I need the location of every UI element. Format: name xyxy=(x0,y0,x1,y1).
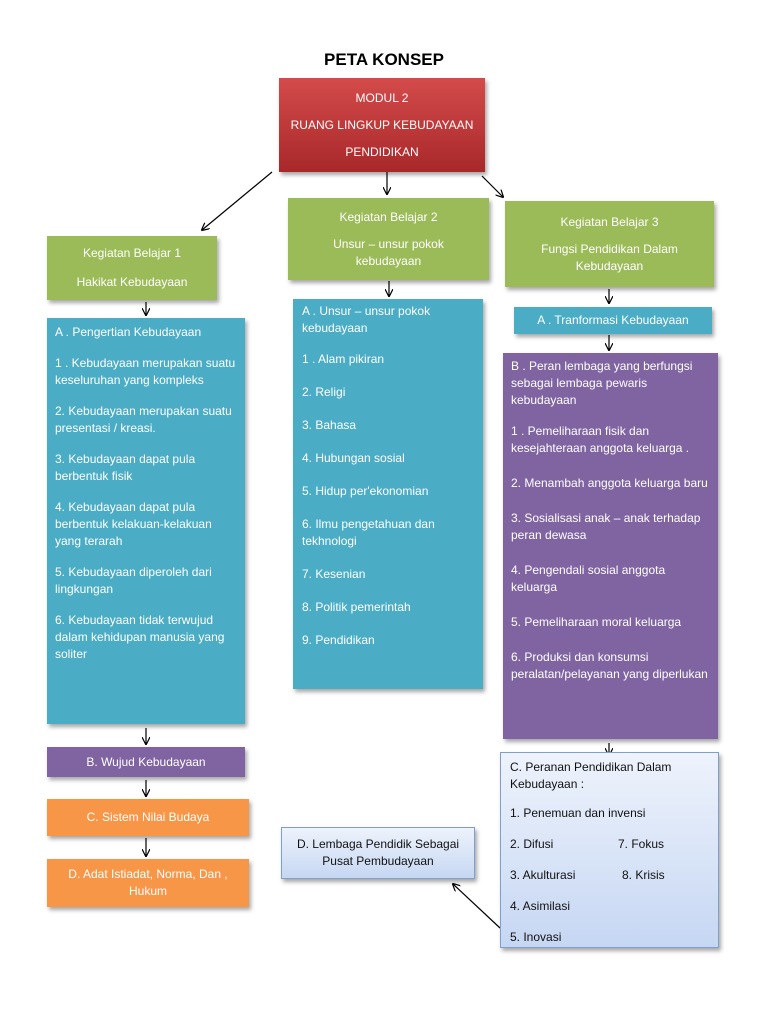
peranan-heading: C. Peranan Pendidikan Dalam Kebudayaan : xyxy=(510,760,672,791)
list-item: 3. Kebudayaan dapat pula berbentuk fisik xyxy=(55,452,196,483)
list-item: 6. Ilmu pengetahuan dan tekhnologi xyxy=(302,517,435,548)
list-item: 2. Religi xyxy=(302,385,346,399)
peranan-item-2: 2. Difusi xyxy=(510,837,554,851)
peran-heading: B . Peran lembaga yang berfungsi sebagai… xyxy=(511,359,693,407)
sistem-label: C. Sistem Nilai Budaya xyxy=(86,810,210,824)
kegiatan-belajar-2-box: Kegiatan Belajar 2 Unsur – unsur pokok k… xyxy=(288,198,489,280)
pengertian-kebudayaan-box: A . Pengertian Kebudayaan 1 . Kebudayaan… xyxy=(47,318,245,724)
list-item: 3. Bahasa xyxy=(302,418,357,432)
list-item: 2. Menambah anggota keluarga baru xyxy=(511,476,708,490)
list-item: 4. Kebudayaan dapat pula berbentuk kelak… xyxy=(55,500,212,548)
unsur-pokok-box: A . Unsur – unsur pokok kebudayaan 1 . A… xyxy=(293,299,483,689)
transformasi-label: A . Tranformasi Kebudayaan xyxy=(537,313,689,327)
kb3-line1: Kegiatan Belajar 3 xyxy=(560,214,659,229)
list-item: 6. Produksi dan konsumsi peralatan/pelay… xyxy=(511,650,708,681)
lembaga-pendidik-box: D. Lembaga Pendidik Sebagai Pusat Pembud… xyxy=(281,827,475,879)
kb2-line2: Unsur – unsur pokok kebudayaan xyxy=(333,236,444,268)
kb1-line2: Hakikat Kebudayaan xyxy=(76,275,188,289)
arrow-peranan-to-lembaga xyxy=(453,884,501,929)
page-title: PETA KONSEP xyxy=(324,50,444,69)
list-item: 4. Hubungan sosial xyxy=(302,451,405,465)
pengertian-heading: A . Pengertian Kebudayaan xyxy=(55,325,202,339)
list-item: 6. Kebudayaan tidak terwujud dalam kehid… xyxy=(55,613,225,661)
peran-lembaga-box: B . Peran lembaga yang berfungsi sebagai… xyxy=(503,353,718,739)
modul-box: MODUL 2 RUANG LINGKUP KEBUDAYAAN PENDIDI… xyxy=(279,78,485,172)
adat-istiadat-box: D. Adat Istiadat, Norma, Dan , Hukum xyxy=(47,859,249,907)
kegiatan-belajar-3-box: Kegiatan Belajar 3 Fungsi Pendidikan Dal… xyxy=(505,201,714,287)
list-item: 9. Pendidikan xyxy=(302,633,375,647)
list-item: 2. Kebudayaan merupakan suatu presentasi… xyxy=(55,404,232,435)
peranan-item-4: 4. Asimilasi xyxy=(510,899,571,913)
arrow-modul-to-kb3 xyxy=(481,175,503,197)
list-item: 5. Kebudayaan diperoleh dari lingkungan xyxy=(55,565,212,596)
kb2-line1: Kegiatan Belajar 2 xyxy=(339,209,438,224)
peranan-row-3: 3. Akulturasi 8. Krisis xyxy=(510,867,709,884)
peranan-item-1: 1. Penemuan dan invensi xyxy=(510,806,646,820)
transformasi-kebudayaan-box: A . Tranformasi Kebudayaan xyxy=(514,307,712,334)
peranan-item-8: 8. Krisis xyxy=(622,868,665,882)
list-item: 8. Politik pemerintah xyxy=(302,600,411,614)
peranan-item-7: 7. Fokus xyxy=(618,837,665,851)
peranan-item-5: 5. Inovasi xyxy=(510,930,562,944)
peranan-row-2: 2. Difusi 7. Fokus xyxy=(510,836,709,853)
list-item: 1 . Alam pikiran xyxy=(302,352,385,366)
list-item: 7. Kesenian xyxy=(302,567,366,581)
adat-label: D. Adat Istiadat, Norma, Dan , Hukum xyxy=(68,867,228,898)
modul-line3: PENDIDIKAN xyxy=(345,144,419,159)
list-item: 5. Pemeliharaan moral keluarga xyxy=(511,615,682,629)
list-item: 1 . Pemeliharaan fisik dan kesejahteraan… xyxy=(511,424,690,455)
unsur-heading: A . Unsur – unsur pokok kebudayaan xyxy=(302,304,431,335)
sistem-nilai-budaya-box: C. Sistem Nilai Budaya xyxy=(47,799,249,836)
lembaga-label: D. Lembaga Pendidik Sebagai Pusat Pembud… xyxy=(296,837,460,868)
list-item: 5. Hidup per'ekonomian xyxy=(302,484,429,498)
peranan-pendidikan-box: C. Peranan Pendidikan Dalam Kebudayaan :… xyxy=(500,752,719,948)
wujud-label: B. Wujud Kebudayaan xyxy=(86,754,206,769)
modul-line2: RUANG LINGKUP KEBUDAYAAN xyxy=(290,117,474,132)
modul-line1: MODUL 2 xyxy=(355,90,409,105)
kb3-line2: Fungsi Pendidikan Dalam Kebudayaan xyxy=(541,241,678,273)
list-item: 1 . Kebudayaan merupakan suatu keseluruh… xyxy=(55,356,236,387)
list-item: 4. Pengendali sosial anggota keluarga xyxy=(511,563,666,594)
wujud-kebudayaan-box: B. Wujud Kebudayaan xyxy=(47,747,245,777)
kb1-line1: Kegiatan Belajar 1 xyxy=(82,246,182,260)
kegiatan-belajar-1-box: Kegiatan Belajar 1 Hakikat Kebudayaan xyxy=(47,236,217,300)
list-item: 3. Sosialisasi anak – anak terhadap pera… xyxy=(511,511,701,542)
peranan-item-3: 3. Akulturasi xyxy=(510,868,576,882)
arrow-modul-to-kb1 xyxy=(202,171,273,230)
